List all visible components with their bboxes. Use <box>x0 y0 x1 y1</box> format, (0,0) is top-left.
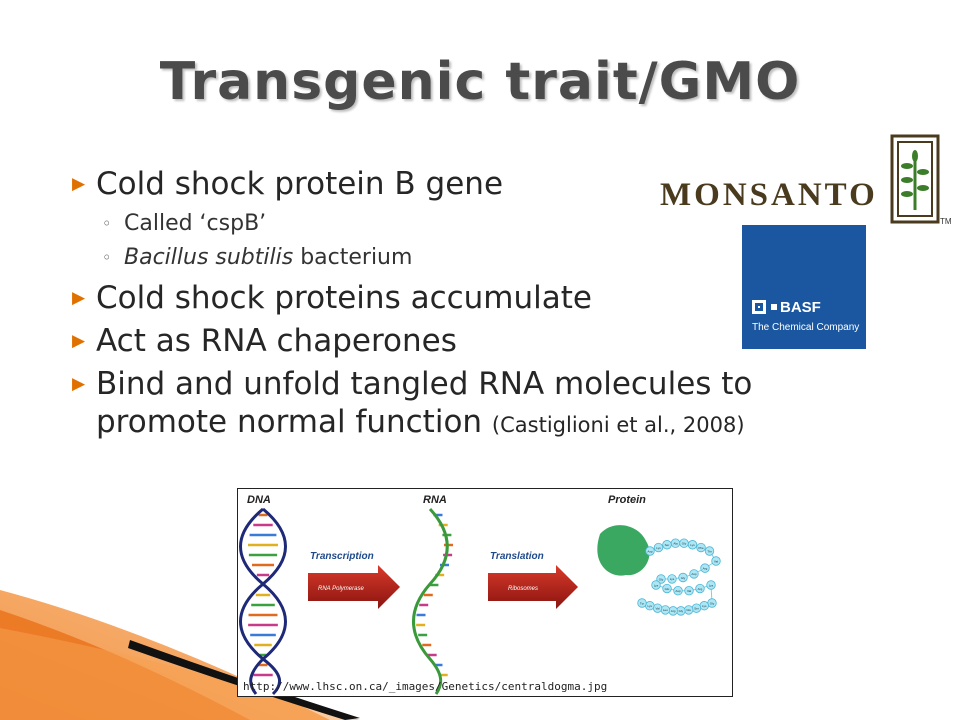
dna-label: DNA <box>247 494 271 506</box>
amino-acid-bead <box>667 574 677 584</box>
amino-acid-label: Lys <box>647 604 652 608</box>
amino-acid-label: Val <box>714 559 718 563</box>
amino-acid-bead <box>689 569 699 579</box>
amino-acid-label: Lys <box>709 583 714 587</box>
amino-acid-label: Asp <box>647 549 653 553</box>
svg-text:TM: TM <box>940 217 952 226</box>
amino-acid-bead <box>645 546 655 556</box>
amino-acid-label: Thr <box>707 549 712 553</box>
amino-acid-bead <box>704 546 715 556</box>
bullet-text: Act as RNA chaperones <box>96 323 457 359</box>
basf-logo: BASF The Chemical Company <box>742 225 866 349</box>
slide-title: Transgenic trait/GMO <box>159 52 801 112</box>
citation: (Castiglioni et al., 2008) <box>491 413 745 437</box>
bullet-arrow-icon: ▶ <box>72 288 86 308</box>
sub-bullet-text: Called ‘cspB’ <box>124 211 267 236</box>
amino-acid-label: Gly <box>682 542 687 546</box>
amino-acid-label: Val <box>655 606 659 610</box>
dna-helix <box>248 513 278 677</box>
amino-acid-label: Lys <box>690 543 695 547</box>
amino-acid-label: Arg <box>703 566 708 570</box>
protein-label: Protein <box>608 494 646 506</box>
bullet-item: ▶ Act as RNA chaperones <box>72 322 872 360</box>
source-url: http://www.lhsc.on.ca/_images/Genetics/c… <box>243 680 608 693</box>
central-dogma-diagram: DNA RNA Protein Transcription RNA Polyme… <box>237 488 733 697</box>
bullet-arrow-icon: ▶ <box>72 331 86 351</box>
bullet-item: ▶ Cold shock protein B gene <box>72 165 872 203</box>
amino-acid-bead <box>695 583 705 594</box>
amino-acid-label: Lys <box>670 577 675 581</box>
transcription-label: Transcription <box>310 551 374 562</box>
amino-acid-bead <box>673 586 683 596</box>
basf-dot-icon <box>771 304 777 310</box>
sub-bullet-circle-icon: ◦ <box>102 248 112 267</box>
amino-acid-label: Ser <box>665 543 670 547</box>
amino-acid-label: Gly <box>681 576 686 580</box>
amino-acid-label: Phe <box>698 546 704 550</box>
amino-acid-label: Asp <box>691 572 697 576</box>
sub-bullet-text: bacterium <box>293 245 413 270</box>
amino-acid-label: Ser <box>694 606 699 610</box>
amino-acid-label: Tyr <box>640 601 644 605</box>
species-name: Bacillus subtilis <box>124 245 294 270</box>
amino-acid-bead <box>653 542 664 553</box>
amino-acid-bead <box>700 563 710 573</box>
amino-acid-label: Leu <box>663 608 668 612</box>
amino-acid-label: Asp <box>675 589 681 593</box>
protein-blob <box>597 525 650 576</box>
amino-acid-label: Lys <box>702 604 707 608</box>
amino-acid-label: Glu <box>686 608 691 612</box>
sub-bullet-item: ◦ Called ‘cspB’ <box>72 208 872 240</box>
amino-acid-label: Arg <box>671 609 676 613</box>
bullet-list: ▶ Cold shock protein B gene ◦ Called ‘cs… <box>72 160 872 449</box>
amino-acid-label: Ala <box>673 542 678 546</box>
amino-acid-label: Gly <box>659 577 664 581</box>
amino-acid-bead <box>687 540 698 550</box>
central-dogma-illustration: DNA RNA Protein Transcription RNA Polyme… <box>239 494 721 696</box>
translation-label: Translation <box>490 551 544 562</box>
amino-acid-bead <box>706 580 716 590</box>
monsanto-logo: MONSANTO TM <box>660 134 952 226</box>
amino-acid-bead <box>711 556 721 566</box>
bullet-item: ▶ Bind and unfold tangled RNA molecules … <box>72 365 872 444</box>
amino-acid-label: Val <box>687 589 691 593</box>
bullet-text: Cold shock protein B gene <box>96 166 504 202</box>
rna-label: RNA <box>423 494 447 506</box>
amino-acid-label: Gly <box>679 609 684 613</box>
sub-bullet-item: ◦ Bacillus subtilis bacterium <box>72 242 872 274</box>
basf-wordmark: BASF <box>780 298 821 316</box>
bullet-arrow-icon: ▶ <box>72 174 86 194</box>
amino-acid-bead <box>684 586 694 596</box>
amino-acid-bead <box>651 580 661 590</box>
amino-acid-label: Glu <box>665 587 670 591</box>
ribosomes-label: Ribosomes <box>508 586 538 592</box>
amino-acid-bead <box>637 598 647 608</box>
bullet-arrow-icon: ▶ <box>72 374 86 394</box>
basf-tagline: The Chemical Company <box>752 322 860 333</box>
bullet-text: Bind and unfold tangled RNA molecules to… <box>96 366 753 440</box>
bullet-item: ▶ Cold shock proteins accumulate <box>72 279 872 317</box>
sub-bullet-circle-icon: ◦ <box>102 214 112 233</box>
amino-acid-label: Lys <box>654 583 659 587</box>
basf-square-icon <box>752 300 766 314</box>
amino-acid-bead <box>656 574 666 584</box>
transcription-arrow <box>308 565 400 609</box>
amino-acid-label: Lys <box>656 546 661 550</box>
bullet-text: Cold shock proteins accumulate <box>96 280 592 316</box>
amino-acid-bead <box>678 572 688 583</box>
amino-acid-bead <box>696 542 706 553</box>
amino-acid-label: Arg <box>698 587 703 591</box>
amino-acid-bead <box>662 583 672 594</box>
amino-acid-label: Gly <box>710 601 715 605</box>
monsanto-wordmark: MONSANTO <box>660 177 878 213</box>
translation-arrow <box>488 565 578 609</box>
rna-polymerase-label: RNA Polymerase <box>318 586 364 592</box>
